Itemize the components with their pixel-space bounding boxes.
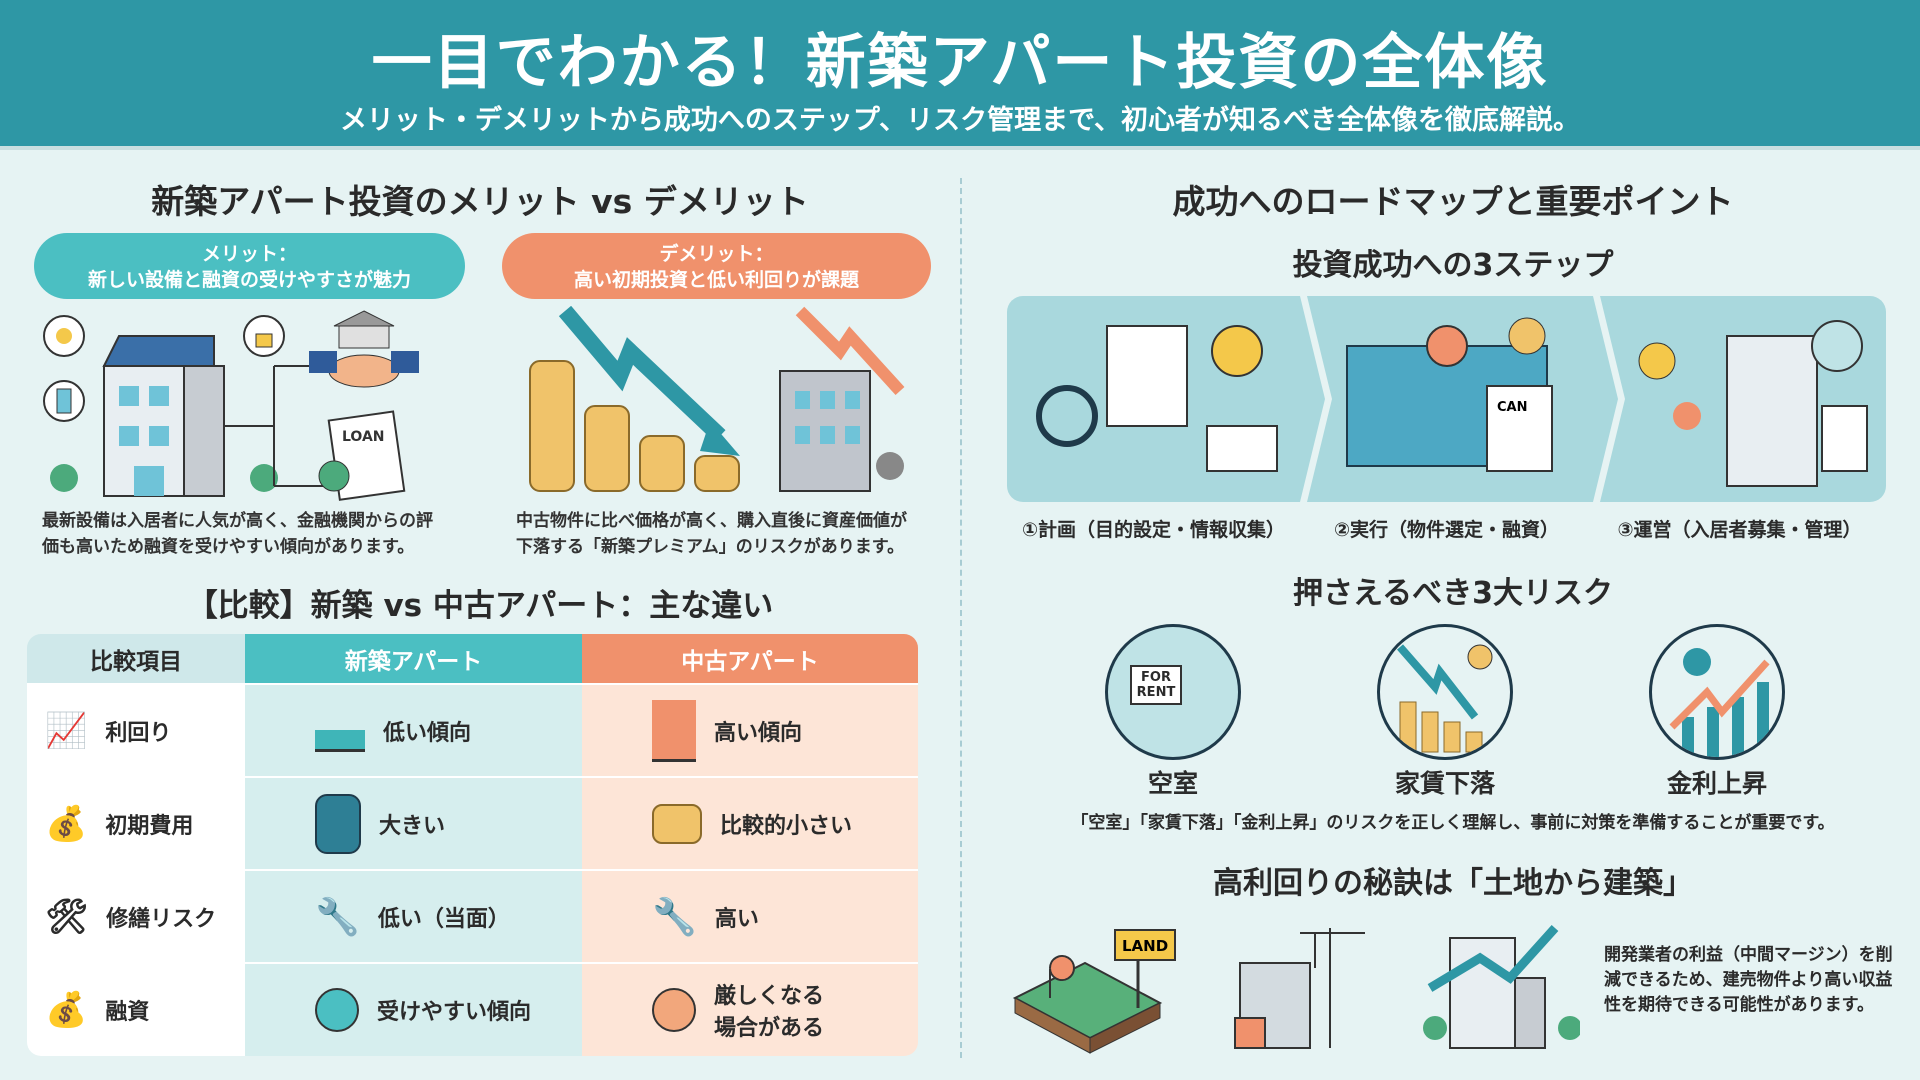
coin-stack-large-icon bbox=[315, 793, 361, 854]
construction-icon bbox=[1234, 928, 1365, 1049]
table-row: 💰 融資 受けやすい傾向 厳しくなる場合がある bbox=[27, 962, 918, 1056]
row-item: 修繕リスク bbox=[106, 906, 217, 932]
row-new: 大きい bbox=[379, 813, 446, 839]
row-new: 低い傾向 bbox=[383, 720, 472, 746]
risk-rent-label: 家賃下落 bbox=[1394, 769, 1495, 798]
tree-icon bbox=[50, 464, 78, 492]
step-2-label: ②実行（物件選定・融資） bbox=[1333, 519, 1560, 541]
planning-icon bbox=[1036, 325, 1278, 472]
secret-text: 開発業者の利益（中間マージン）を削減できるため、建売物件より高い収益性を期待でき… bbox=[1604, 945, 1893, 1015]
rent-decline-icon bbox=[1377, 624, 1513, 760]
svg-text:LOAN: LOAN bbox=[342, 429, 385, 445]
handshake-bank-icon bbox=[309, 310, 419, 388]
risk-vacancy-label: 空室 bbox=[1147, 769, 1198, 798]
coin-stacks-icon bbox=[529, 360, 740, 492]
comparison-table: 比較項目 新築アパート 中古アパート 📈 利回り 低い傾向 高い傾向 💰 初期費用 … bbox=[27, 634, 918, 1056]
money-hand-icon: 💰 bbox=[45, 990, 88, 1030]
building-icon bbox=[779, 370, 871, 492]
compare-title: 【比較】新築 vs 中古アパート：主な違い bbox=[186, 588, 774, 624]
header-banner bbox=[0, 0, 1920, 150]
operation-icon bbox=[1638, 320, 1868, 487]
merit-illustration: LOAN bbox=[43, 310, 419, 501]
svg-text:CAN: CAN bbox=[1497, 400, 1527, 415]
confused-person-icon bbox=[652, 988, 696, 1032]
merit-pill: メリット： 新しい設備と融資の受けやすさが魅力 bbox=[34, 233, 465, 299]
header-old: 中古アパート bbox=[582, 634, 918, 684]
row-old: 高い bbox=[714, 906, 759, 932]
row-old: 比較的小さい bbox=[720, 813, 853, 839]
money-bag-icon: 💰 bbox=[45, 803, 88, 844]
apartment-building-icon bbox=[102, 335, 225, 497]
for-rent-sign: FOR RENT bbox=[1130, 665, 1182, 705]
building-growth-icon bbox=[1423, 924, 1580, 1049]
demerit-illustration bbox=[529, 306, 905, 492]
coin-stack-small-icon bbox=[652, 803, 702, 844]
steps-band: CAN bbox=[1007, 296, 1886, 502]
secret-title: 高利回りの秘訣は「土地から建築」 bbox=[1213, 866, 1693, 901]
page-title: 一目でわかる！新築アパート投資の全体像 bbox=[371, 28, 1549, 98]
merit-text: 新しい設備と融資の受けやすさが魅力 bbox=[87, 269, 411, 291]
demerit-caption-line: 下落する「新築プレミアム」のリスクがあります。 bbox=[516, 537, 905, 557]
merit-demerit-title: 新築アパート投資のメリット vs デメリット bbox=[151, 182, 809, 221]
merit-caption-line: 最新設備は入居者に人気が高く、金融機関からの評 bbox=[42, 511, 433, 531]
demerit-pill: デメリット： 高い初期投資と低い利回りが課題 bbox=[502, 233, 931, 299]
row-new: 受けやすい傾向 bbox=[377, 1000, 532, 1025]
loan-document-icon: LOAN bbox=[318, 410, 406, 501]
row-item: 融資 bbox=[105, 1000, 150, 1025]
land-icon: LAND bbox=[1012, 929, 1176, 1054]
steps-title: 投資成功への3ステップ bbox=[1292, 248, 1614, 283]
merit-caption-line: 価も高いため融資を受けやすい傾向があります。 bbox=[42, 537, 415, 557]
roadmap-title: 成功へのロードマップと重要ポイント bbox=[1172, 182, 1734, 221]
section-divider bbox=[960, 178, 962, 1058]
risks-note: 「空室」「家賃下落」「金利上昇」のリスクを正しく理解し、事前に対策を準備すること… bbox=[1071, 813, 1835, 833]
header-item: 比較項目 bbox=[27, 634, 245, 684]
tools-icon: 🛠 bbox=[45, 896, 89, 937]
down-arrow-icon bbox=[558, 306, 726, 442]
risk-rate-label: 金利上昇 bbox=[1666, 769, 1767, 798]
bar-chart-icon: 📈 bbox=[45, 710, 88, 751]
land-to-building-illustration: LAND bbox=[1012, 924, 1580, 1054]
happy-person-icon bbox=[315, 988, 359, 1032]
low-bar-icon bbox=[315, 729, 365, 752]
header-new: 新築アパート bbox=[245, 634, 582, 684]
step-3-label: ③運営（入居者募集・管理） bbox=[1617, 519, 1862, 541]
row-item: 利回り bbox=[105, 720, 172, 746]
svg-text:LAND: LAND bbox=[1122, 937, 1168, 955]
demerit-caption: 中古物件に比べ価格が高く、購入直後に資産価値が下落する「新築プレミアム」のリスク… bbox=[516, 508, 946, 560]
step-1-label: ①計画（目的設定・情報収集） bbox=[1021, 519, 1286, 541]
table-row: 💰 初期費用 大きい 比較的小さい bbox=[27, 776, 918, 870]
interest-rise-icon bbox=[1649, 624, 1785, 760]
demerit-caption-line: 中古物件に比べ価格が高く、購入直後に資産価値が bbox=[516, 511, 907, 531]
execution-icon: CAN bbox=[1346, 317, 1553, 472]
demerit-label: デメリット： bbox=[659, 243, 774, 265]
table-row: 🛠 修繕リスク 🔧 低い（当面） 🔧 高い bbox=[27, 869, 918, 963]
risks-title: 押さえるべき3大リスク bbox=[1293, 576, 1613, 611]
row-item: 初期費用 bbox=[105, 813, 194, 839]
merit-caption: 最新設備は入居者に人気が高く、金融機関からの評価も高いため融資を受けやすい傾向が… bbox=[42, 508, 472, 560]
merit-label: メリット： bbox=[201, 243, 297, 265]
wrench-icon: 🔧 bbox=[315, 896, 360, 938]
row-new: 低い（当面） bbox=[377, 906, 510, 932]
row-old: 高い傾向 bbox=[714, 720, 803, 746]
page-subtitle: メリット・デメリットから成功へのステップ、リスク管理まで、初心者が知るべき全体像… bbox=[339, 105, 1581, 136]
high-bar-icon bbox=[652, 699, 696, 762]
vacancy-risk-icon: FOR RENT bbox=[1105, 624, 1241, 760]
row-old: 厳しくなる場合がある bbox=[714, 984, 825, 1041]
broken-wrench-icon: 🔧 bbox=[652, 896, 697, 938]
demerit-text: 高い初期投資と低い利回りが課題 bbox=[573, 269, 859, 291]
table-row: 📈 利回り 低い傾向 高い傾向 bbox=[27, 683, 918, 777]
